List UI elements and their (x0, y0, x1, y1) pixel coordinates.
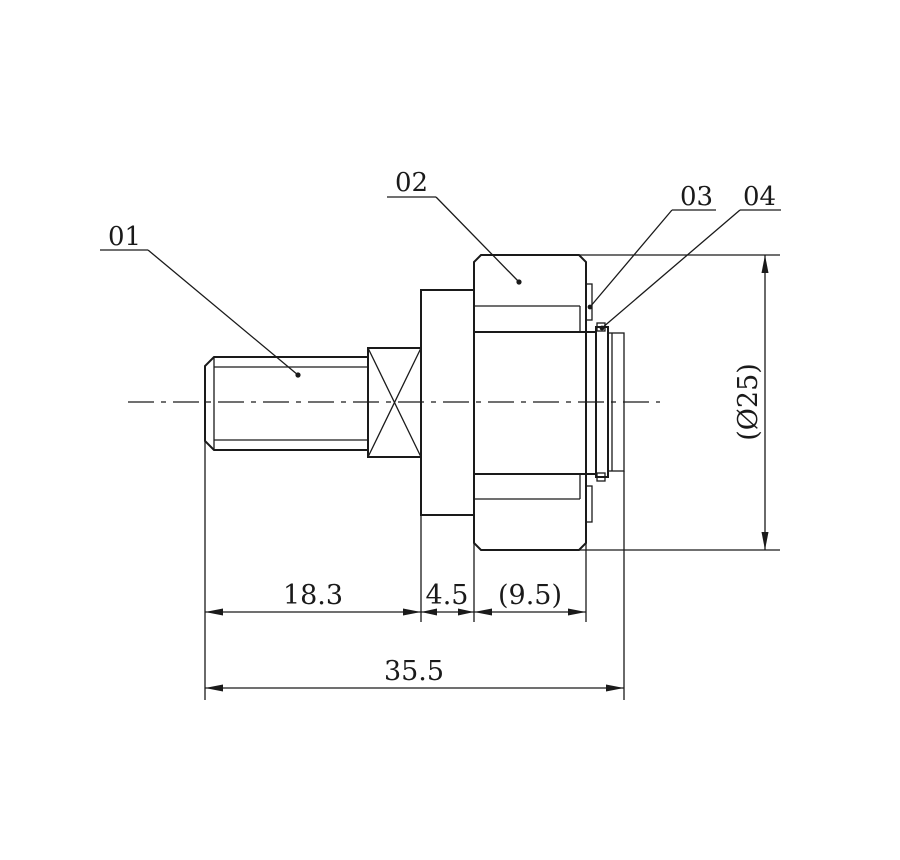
dimension-roller-width: (9.5) (474, 580, 586, 616)
dim-text-outer-diameter: (Ø25) (733, 363, 764, 441)
callout-label-02: 02 (395, 168, 428, 198)
callout-04: 04 (599, 182, 781, 331)
callout-03: 03 (587, 182, 716, 310)
dimension-overall-length: 35.5 (205, 656, 624, 692)
dim-text-roller-width: (9.5) (498, 580, 562, 611)
dim-text-overall-length: 35.5 (384, 656, 444, 687)
callout-label-01: 01 (108, 222, 141, 252)
callout-label-03: 03 (680, 182, 713, 212)
threaded-stud (204, 356, 369, 451)
callout-02: 02 (387, 168, 522, 285)
callout-label-04: 04 (743, 182, 776, 212)
extension-lines (204, 254, 780, 700)
dimension-outer-diameter: (Ø25) (733, 255, 769, 550)
seal-shield (585, 283, 593, 523)
dimension-thread-length: 18.3 (205, 580, 421, 616)
callout-01: 01 (100, 222, 301, 378)
dim-text-thread-length: 18.3 (283, 580, 343, 611)
dim-text-flange-width: 4.5 (426, 580, 469, 611)
dimension-flange-width: 4.5 (421, 580, 474, 616)
